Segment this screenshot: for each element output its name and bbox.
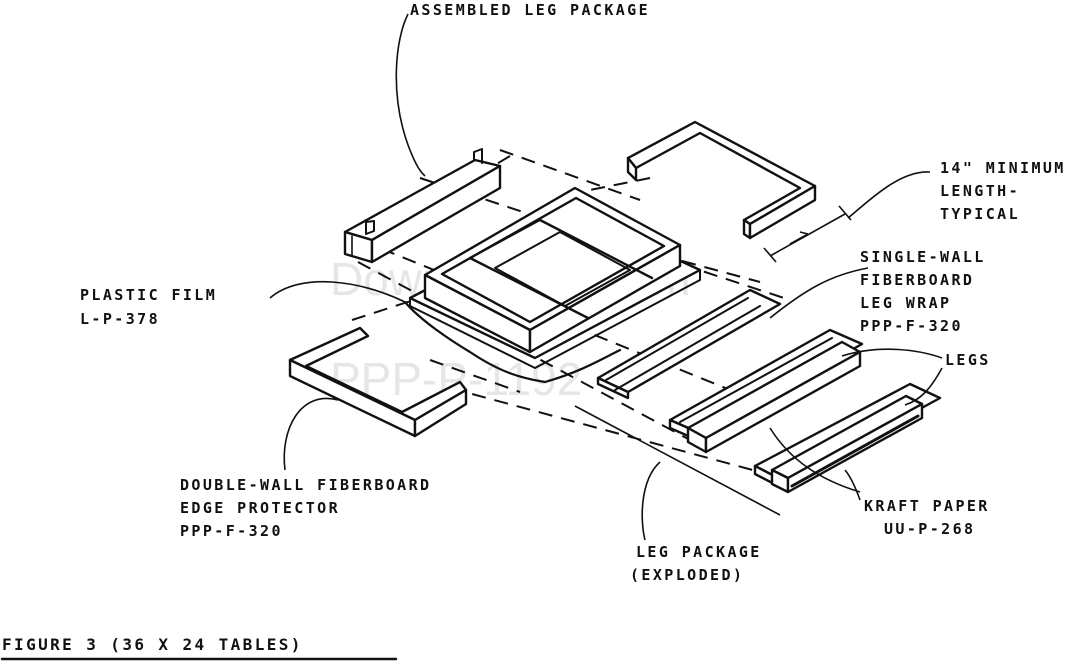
label-leg-wrap-line1: SINGLE-WALL: [860, 248, 986, 266]
label-minimum-line3: TYPICAL: [940, 205, 1020, 223]
caption-text: FIGURE 3 (36 X 24 TABLES): [2, 635, 303, 654]
label-kraft-paper-line2: UU-P-268: [884, 520, 975, 538]
leg-piece-2: [770, 394, 924, 494]
edge-protector-upper: [626, 120, 817, 240]
label-leg-wrap-line3: LEG WRAP: [860, 294, 951, 312]
label-plastic-film-line1: PLASTIC FILM: [80, 286, 217, 304]
label-minimum-line2: LENGTH-: [940, 182, 1020, 200]
label-plastic-film-line2: L-P-378: [80, 310, 160, 328]
assembled-leg-package: [343, 148, 502, 264]
dimension-14-inch: [763, 205, 852, 263]
table-frame: [403, 186, 702, 384]
edge-protector-lower: [288, 326, 468, 438]
labels: ASSEMBLED LEG PACKAGE 14" MINIMUM LENGTH…: [80, 1, 1066, 584]
label-edge-protector-line2: EDGE PROTECTOR: [180, 499, 340, 517]
leader-lines: [269, 13, 943, 541]
label-minimum-line1: 14" MINIMUM: [940, 159, 1066, 177]
label-leg-package-exploded-line1: LEG PACKAGE: [636, 543, 762, 561]
label-leg-wrap-line2: FIBERBOARD: [860, 271, 974, 289]
leg-piece-1: [686, 340, 862, 454]
label-edge-protector-line1: DOUBLE-WALL FIBERBOARD: [180, 476, 431, 494]
label-edge-protector-line3: PPP-F-320: [180, 522, 283, 540]
label-kraft-paper-line1: KRAFT PAPER: [864, 497, 990, 515]
label-assembled-leg-package: ASSEMBLED LEG PACKAGE: [410, 1, 650, 19]
label-leg-package-exploded-line2: (EXPLODED): [630, 566, 744, 584]
label-leg-wrap-line4: PPP-F-320: [860, 317, 963, 335]
label-legs: LEGS: [945, 351, 991, 369]
leg-wrap-1: [596, 288, 782, 400]
figure-caption: FIGURE 3 (36 X 24 TABLES): [0, 635, 398, 661]
